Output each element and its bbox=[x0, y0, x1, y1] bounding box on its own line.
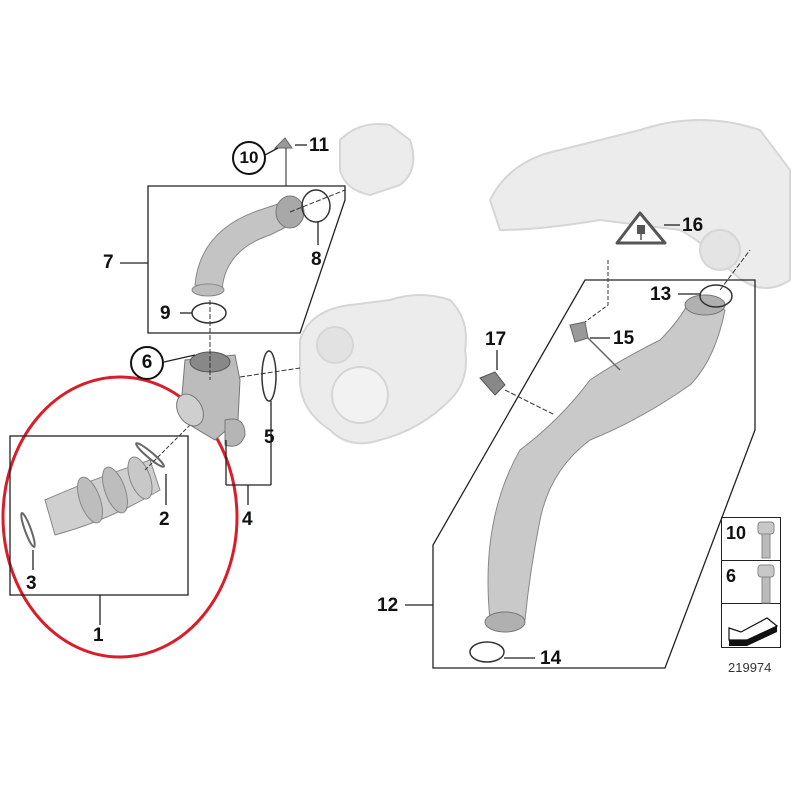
seal-ring-2 bbox=[135, 442, 165, 468]
screw-icon bbox=[757, 521, 775, 559]
sensor-15 bbox=[569, 321, 589, 343]
callout-5: 5 bbox=[264, 427, 275, 448]
corrugated-hose bbox=[44, 456, 161, 536]
callout-10: 10 bbox=[232, 141, 266, 175]
electrical-connector-warning-icon bbox=[615, 211, 667, 245]
fastener-legend: 10 6 bbox=[721, 517, 781, 648]
callout-17: 17 bbox=[485, 329, 507, 350]
seal-ring-3 bbox=[20, 512, 36, 548]
callout-14: 14 bbox=[540, 648, 562, 669]
group-box-1 bbox=[9, 435, 189, 596]
callout-8: 8 bbox=[311, 249, 322, 270]
adapter-housing bbox=[176, 351, 246, 447]
charge-air-pipe bbox=[487, 299, 726, 621]
callout-1: 1 bbox=[93, 625, 104, 646]
group-box-7 bbox=[147, 185, 346, 334]
turbocharger-background bbox=[299, 294, 467, 445]
seal-ring-8 bbox=[301, 189, 331, 223]
group-box-12 bbox=[432, 279, 756, 669]
callout-7: 7 bbox=[103, 252, 114, 273]
callout-16: 16 bbox=[682, 215, 704, 236]
seal-ring-14 bbox=[469, 641, 505, 663]
legend-num: 10 bbox=[726, 523, 747, 543]
sensor-17 bbox=[479, 371, 506, 396]
callout-3: 3 bbox=[26, 573, 37, 594]
callout-2: 2 bbox=[159, 509, 170, 530]
document-number: 219974 bbox=[728, 660, 772, 675]
highlight-circle bbox=[1, 375, 239, 659]
screw-icon bbox=[757, 564, 775, 604]
callout-6: 6 bbox=[130, 346, 164, 380]
legend-row-10: 10 bbox=[722, 518, 780, 561]
manifold-background bbox=[339, 119, 791, 289]
legend-row-arrow bbox=[722, 604, 780, 647]
clip-11 bbox=[273, 137, 293, 149]
callout-12: 12 bbox=[377, 595, 399, 616]
arrow-icon bbox=[728, 617, 779, 646]
callout-4: 4 bbox=[242, 509, 253, 530]
seal-ring-13 bbox=[699, 284, 733, 308]
legend-row-6: 6 bbox=[722, 561, 780, 604]
legend-num: 6 bbox=[726, 566, 737, 586]
callout-9: 9 bbox=[160, 303, 171, 324]
callout-11: 11 bbox=[309, 135, 330, 156]
callout-15: 15 bbox=[613, 328, 635, 349]
seal-ring-9 bbox=[191, 302, 227, 324]
seal-ring-5 bbox=[261, 350, 277, 402]
callout-13: 13 bbox=[650, 284, 672, 305]
